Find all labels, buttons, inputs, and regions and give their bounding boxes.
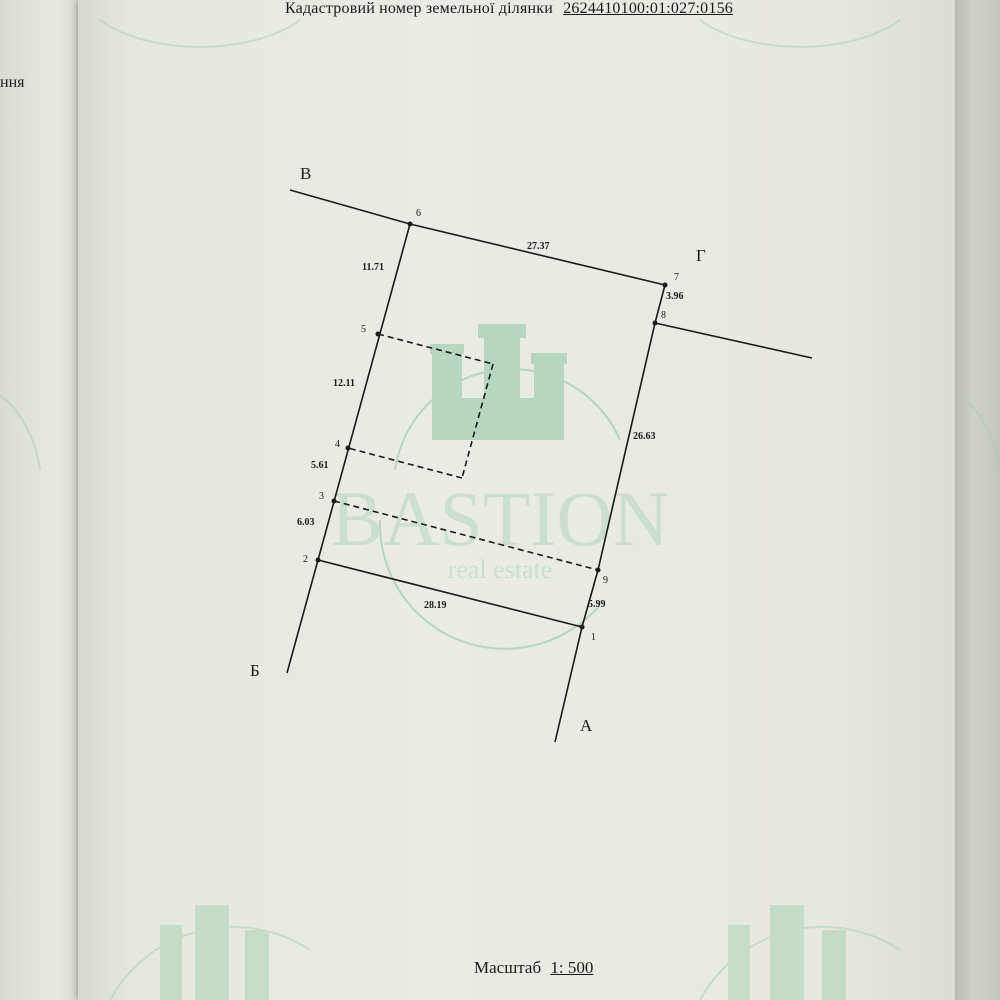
point-label-9: 9 (603, 575, 608, 586)
scale-footer: Масштаб 1: 500 (474, 958, 593, 978)
tower-logo (378, 324, 621, 650)
segment-9-1 (581, 569, 599, 628)
length-1-2: 28.19 (424, 600, 447, 611)
vertex-4 (345, 445, 351, 451)
point-label-5: 5 (361, 324, 366, 335)
vertex-9 (595, 567, 601, 573)
right-sheet-edge (955, 0, 1000, 1000)
vertex-3 (331, 498, 337, 504)
point-label-2: 2 (303, 554, 308, 565)
bastion-watermark: BASTION real estate (331, 324, 669, 650)
scale-value: 1: 500 (550, 958, 594, 977)
point-label-8: 8 (661, 310, 666, 321)
internal-dashed-lines (333, 333, 599, 571)
point-label-6: 6 (416, 208, 421, 219)
length-labels: 27.37 11.71 3.96 12.11 26.63 5.61 6.03 2… (297, 241, 684, 611)
corner-label-a: А (580, 716, 593, 735)
point-label-1: 1 (591, 632, 596, 643)
vertex-6 (407, 221, 413, 227)
segment-8-9 (597, 322, 656, 571)
watermark-brand: BASTION (331, 475, 669, 562)
corner-label-b: Б (250, 661, 260, 680)
length-7-8: 3.96 (666, 291, 684, 302)
length-8-9: 26.63 (633, 431, 656, 442)
cadastral-header: Кадастровий номер земельної ділянки 2624… (285, 0, 733, 18)
vertex-7 (662, 282, 668, 288)
length-6-7: 27.37 (527, 241, 550, 252)
vertex-5 (375, 331, 381, 337)
segment-1-2 (317, 559, 583, 628)
point-label-7: 7 (674, 272, 679, 283)
watermark-tagline: real estate (448, 555, 553, 584)
cadastral-number: 2624410100:01:027:0156 (563, 0, 733, 17)
segment-6-7 (409, 223, 666, 286)
corner-label-g: Г (696, 246, 706, 265)
plot-boundary (286, 189, 813, 743)
length-9-1: 5.99 (588, 599, 606, 610)
cadastral-label: Кадастровий номер земельної ділянки (285, 0, 554, 17)
vertex-2 (315, 557, 321, 563)
left-sheet-text: ння (0, 74, 25, 91)
vertex-8 (652, 320, 658, 326)
point-label-4: 4 (335, 439, 340, 450)
length-3-4: 5.61 (311, 460, 329, 471)
corner-letters: В Г Б А (250, 164, 706, 735)
watermark-fragments (0, 19, 1000, 1000)
length-4-5: 12.11 (333, 378, 355, 389)
segment-6-2 (317, 223, 411, 561)
corner-label-v: В (300, 164, 311, 183)
segment-7-8 (654, 284, 666, 324)
document-sheet (78, 0, 960, 1000)
vertex-1 (579, 624, 585, 630)
scale-label: Масштаб (474, 958, 542, 977)
point-labels: 1 2 3 4 5 6 7 8 9 (303, 208, 679, 643)
plot-vertices (315, 221, 668, 630)
point-label-3: 3 (319, 491, 324, 502)
length-2-3: 6.03 (297, 517, 315, 528)
length-5-6: 11.71 (362, 262, 384, 273)
